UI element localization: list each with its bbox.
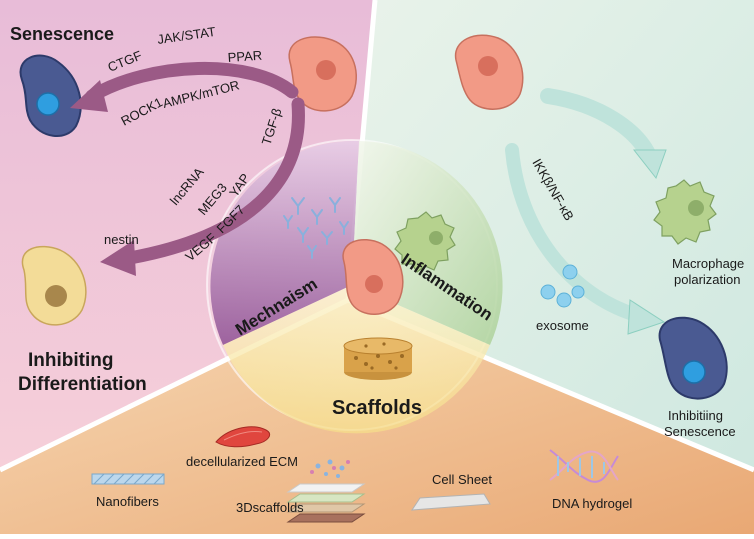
inhibiting-senescence-line1: Inhibitiing — [668, 408, 723, 423]
scaffolds-3d-icon — [286, 459, 366, 523]
macrophage-line1: Macrophage — [672, 256, 744, 271]
differentiation-arrowhead — [100, 240, 136, 276]
dna-hydrogel-icon — [549, 449, 619, 483]
pink-panel — [0, 0, 375, 470]
inhibiting-differentiation-line2: Differentiation — [18, 374, 147, 395]
ecm-label: decellularized ECM — [186, 454, 298, 469]
differentiating-cell — [21, 245, 87, 326]
inflammation-source-cell — [454, 34, 524, 110]
inflammation-macrophage-icon — [394, 211, 456, 273]
scaffolds-label: Scaffolds — [332, 397, 422, 419]
rejuvenated-cell — [658, 316, 728, 400]
inhibiting-differentiation-line1: Inhibiting — [28, 350, 113, 371]
macrophage-arrowhead — [632, 149, 667, 180]
ecm-icon — [215, 426, 271, 448]
nanofibers-label: Nanofibers — [96, 494, 159, 509]
cell-sheet-label: Cell Sheet — [432, 472, 492, 487]
differentiation-arrow — [123, 97, 305, 265]
cell-sheet-icon — [411, 493, 491, 511]
mechanism-sector — [210, 140, 359, 345]
scaffolds-3d-label: 3Dscaffolds — [236, 500, 304, 515]
macrophage-line2: polarization — [674, 272, 741, 287]
scaffold-sponge-icon — [343, 337, 413, 380]
antibody-icon — [283, 197, 349, 259]
senescence-reversal-arrow — [505, 143, 647, 323]
dna-hydrogel-label: DNA hydrogel — [552, 496, 632, 511]
label-ppar: PPAR — [227, 48, 262, 65]
exosome-icon — [540, 264, 585, 308]
nanofibers-icon — [91, 473, 165, 485]
senescent-cell — [19, 54, 82, 138]
inhibiting-senescence-line2: Senescence — [664, 424, 736, 439]
green-panel — [348, 0, 754, 470]
label-nestin: nestin — [104, 232, 139, 247]
senescence-arrowhead — [70, 80, 108, 112]
macrophage-icon — [653, 179, 717, 245]
senescence-reversal-arrowhead — [627, 299, 666, 335]
senescence-arrow — [85, 61, 299, 103]
macrophage-arrow — [540, 88, 658, 166]
center-cell — [342, 239, 404, 315]
exosome-label: exosome — [536, 318, 589, 333]
senescence-title: Senescence — [10, 24, 114, 44]
